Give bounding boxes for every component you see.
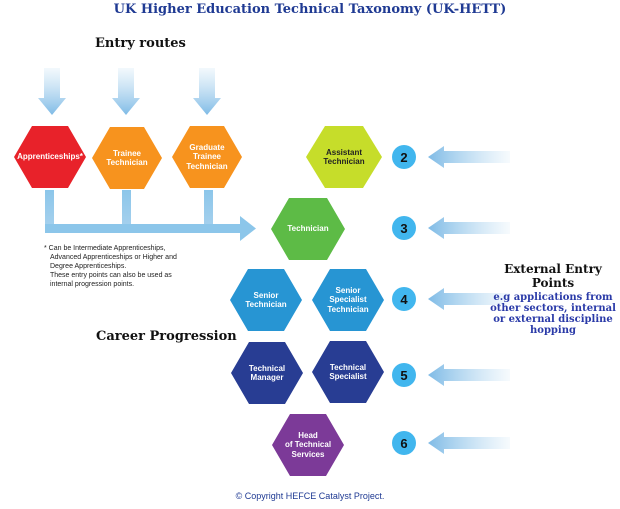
hex-apprenticeships <box>14 126 86 188</box>
external-entry-subtitle: e.g applications from other sectors, int… <box>490 292 616 336</box>
external-arrows <box>428 146 510 454</box>
hexagons <box>14 126 384 476</box>
hex-technical-manager <box>231 342 303 404</box>
footnote: * Can be Intermediate Apprenticeships, A… <box>44 244 234 289</box>
diagram-title: UK Higher Education Technical Taxonomy (… <box>113 2 507 17</box>
hex-senior-technician <box>230 269 302 331</box>
external-arrow-5 <box>428 364 510 386</box>
hex-label-senior-technician: Senior Technician <box>245 290 287 310</box>
hex-senior-specialist-technician <box>312 269 384 331</box>
footnote-line: internal progression points. <box>50 281 135 288</box>
hex-head-of-technical-services <box>272 414 344 476</box>
hex-technician <box>271 198 345 260</box>
hex-label-technical-specialist: Technical Specialist <box>329 362 367 382</box>
entry-arrow-graduate <box>193 68 221 115</box>
level-circle-5: 5 <box>392 363 416 387</box>
stem-trainee <box>122 190 131 233</box>
level-circle-4: 4 <box>392 287 416 311</box>
hex-label-head-of-technical-services: Head of Technical Services <box>284 430 332 459</box>
hex-label-graduate-trainee-technician: Graduate Trainee Technician <box>186 142 228 171</box>
external-arrow-6 <box>428 432 510 454</box>
level-circle-2: 2 <box>392 145 416 169</box>
external-arrow-2 <box>428 146 510 168</box>
hex-label-technical-manager: Technical Manager <box>248 363 286 383</box>
hex-assistant-technician <box>306 126 382 188</box>
career-progression-heading: Career Progression <box>96 329 237 344</box>
footnote-line: These entry points can also be used as <box>50 272 172 279</box>
external-entry-title: External Entry Points <box>504 262 602 290</box>
stem-graduate <box>204 190 213 233</box>
stem-apprenticeships <box>45 190 54 233</box>
hex-label-technician: Technician <box>287 224 329 234</box>
connector-arrows <box>45 190 256 241</box>
entry-arrow-apprenticeships <box>38 68 66 115</box>
footnote-line: Degree Apprenticeships. <box>50 263 127 270</box>
entry-arrow-trainee <box>112 68 140 115</box>
copyright: © Copyright HEFCE Catalyst Project. <box>235 491 385 501</box>
hex-label-trainee-technician: Trainee Technician <box>106 148 148 168</box>
level-circle-3: 3 <box>392 216 416 240</box>
footnote-line: * Can be Intermediate Apprenticeships, <box>44 245 166 252</box>
level-circle-6: 6 <box>392 431 416 455</box>
external-arrow-4 <box>428 288 510 310</box>
hex-label-assistant-technician: Assistant Technician <box>323 147 365 167</box>
entry-routes-heading: Entry routes <box>95 36 186 51</box>
hex-technical-specialist <box>312 341 384 403</box>
footnote-line: Advanced Apprenticeships or Higher and <box>50 254 177 261</box>
external-arrow-3 <box>428 217 510 239</box>
hex-trainee-technician <box>92 127 162 189</box>
entry-arrows <box>38 68 221 115</box>
hex-graduate-trainee-technician <box>172 126 242 188</box>
hex-label-apprenticeships: Apprenticeships* <box>17 152 83 162</box>
hex-label-senior-specialist-technician: Senior Specialist Technician <box>327 285 369 314</box>
arrow-to-technician <box>45 216 256 241</box>
